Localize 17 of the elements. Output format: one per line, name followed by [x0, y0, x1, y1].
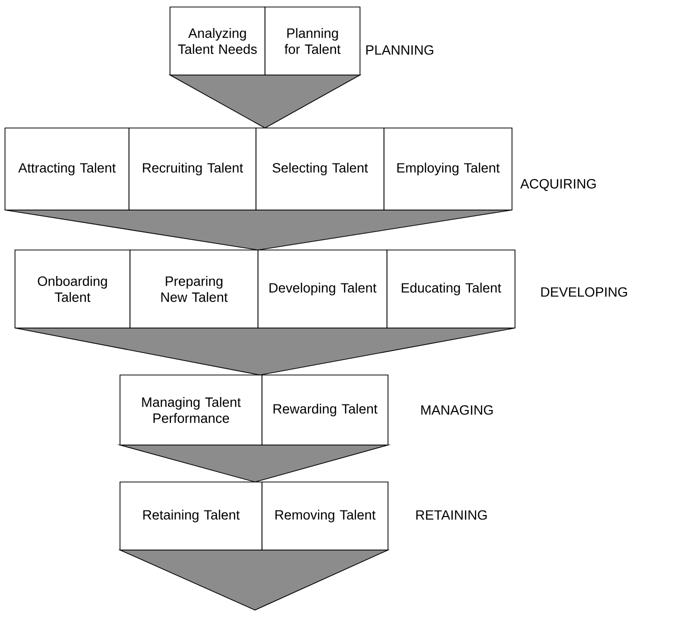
- stage-label: MANAGING: [421, 405, 493, 415]
- process-box: Educating Talent: [386, 250, 516, 328]
- process-box: Onboarding Talent: [14, 250, 130, 328]
- stage-label: RETAINING: [416, 510, 487, 520]
- stage-label: DEVELOPING: [541, 287, 627, 297]
- process-box: Employing Talent: [384, 128, 512, 210]
- process-box: Retaining Talent: [120, 482, 262, 550]
- process-box: Analyzing Talent Needs: [170, 6, 266, 76]
- process-box: Managing Talent Performance: [120, 374, 262, 446]
- process-box: Recruiting Talent: [128, 128, 256, 210]
- process-box: Rewarding Talent: [262, 374, 388, 446]
- process-box: Preparing New Talent: [130, 250, 258, 328]
- process-box: Selecting Talent: [256, 128, 384, 210]
- process-box: Planning for Talent: [264, 6, 360, 76]
- process-box: Attracting Talent: [4, 128, 130, 210]
- process-box: Removing Talent: [262, 482, 388, 550]
- process-box: Developing Talent: [258, 250, 388, 328]
